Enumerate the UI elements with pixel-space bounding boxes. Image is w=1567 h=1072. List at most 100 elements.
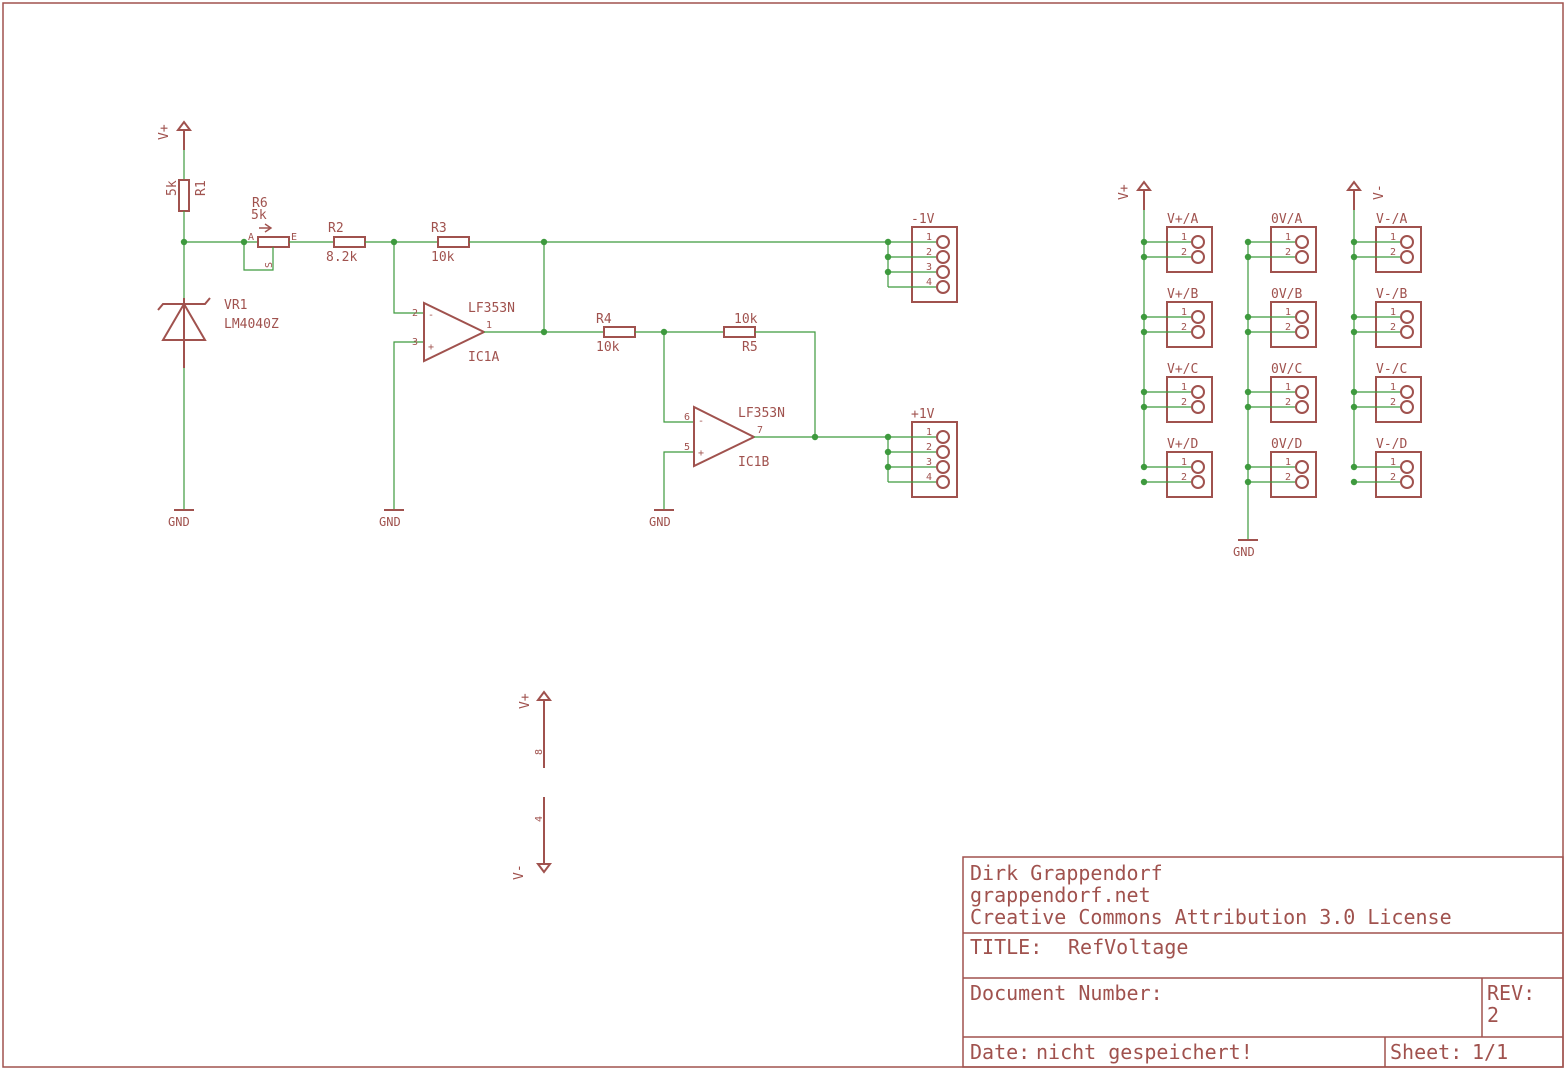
pin-pad [1295,475,1309,489]
pin-pad [1191,235,1205,249]
conn-neg-pin-1: 1 [926,232,932,243]
vminus-bus-label: V- [1372,184,1387,200]
r6-value: 5k [251,208,267,223]
power-connector-name: V-/B [1376,287,1407,302]
vminus-bus: V- [1346,180,1387,467]
pin-pad [1295,385,1309,399]
r6-pin-e: E [291,232,297,243]
ic1b-minus: - [698,416,704,427]
ic1b-pin-5: 5 [684,442,690,453]
power-connector: V-/D12 [1350,437,1422,498]
power-connector: 0V/D12 [1244,437,1317,498]
power-connector-pin-2: 2 [1285,397,1291,408]
power-connector-body [1375,226,1422,273]
license: Creative Commons Attribution 3.0 License [970,905,1452,929]
power-connector-name: V+/B [1167,287,1198,302]
pin-pad [1400,385,1414,399]
junction-dot [1350,478,1358,486]
junction-dot [1244,463,1252,471]
junction-dot [1140,238,1148,246]
power-connector: V-/A12 [1350,212,1422,273]
junction-dot [1140,253,1148,261]
ic1b-name: IC1B [738,455,769,470]
power-connector-pin-1: 1 [1181,382,1187,393]
junction-dot [1140,328,1148,336]
power-connector: V+/B12 [1140,287,1213,348]
junction-dot [1244,403,1252,411]
pin-pad [1191,460,1205,474]
connector-minus-1v: -1V 1 2 3 4 [884,212,958,303]
ic1b-pin-7: 7 [757,425,763,436]
sheet-value: 1/1 [1472,1040,1508,1064]
pin-pad [1191,325,1205,339]
resistor-r1: 5k R1 [165,179,209,212]
r4-name: R4 [596,312,612,327]
power-connector-name: V+/A [1167,212,1198,227]
power-connector-pin-1: 1 [1285,307,1291,318]
vplus-bus-label: V+ [1117,184,1132,200]
power-connector-pin-1: 1 [1285,457,1291,468]
r6-pin-a: A [248,232,254,243]
power-connector: V+/C12 [1140,362,1213,423]
gnd-label: GND [168,515,190,529]
conn-pos-pin-2: 2 [926,442,932,453]
ic1b-value: LF353N [738,406,785,421]
power-connector-body [1375,376,1422,423]
junction-dot [1350,238,1358,246]
ic1a-plus: + [428,342,434,353]
power-connector-body [1166,451,1213,498]
opamp-ic1a: - + 2 3 1 LF353N IC1A [412,301,515,365]
junction-dot [1140,478,1148,486]
pin-pad [1295,310,1309,324]
junction-dot [1244,253,1252,261]
power-connector-body [1270,451,1317,498]
conn-neg-pin-4: 4 [926,277,932,288]
r3-name: R3 [431,221,447,236]
r2-value: 8.2k [326,250,357,265]
power-connector-pin-2: 2 [1390,397,1396,408]
power-connector-pin-2: 2 [1181,247,1187,258]
junction-dot [1244,388,1252,396]
vr1-name: VR1 [224,298,247,313]
ic-power-pins: V+ 8 4 V- [512,690,552,880]
power-connector: 0V/C12 [1244,362,1317,423]
pin-pad [1191,250,1205,264]
ic1a-name: IC1A [468,350,499,365]
junction-dot [1244,478,1252,486]
junction-dot [1350,328,1358,336]
conn-pos-name: +1V [911,407,935,422]
junction-dot [1140,403,1148,411]
vplus-bus: V+ [1117,180,1152,467]
resistor-r2: R2 8.2k [326,221,366,265]
pin-pad [1191,385,1205,399]
r6-pin-s: S [264,262,275,268]
gnd-symbol-1: GND [168,509,194,529]
pin-pad [1191,310,1205,324]
pin-pad [1400,460,1414,474]
pin-pad [1295,460,1309,474]
pin-pad [1295,250,1309,264]
date-value: nicht gespeichert! [1036,1040,1253,1064]
power-connector-body [1166,376,1213,423]
r2-name: R2 [328,221,344,236]
connector-plus-1v: +1V 1 2 3 4 [884,407,958,498]
conn-pos-pin-1: 1 [926,427,932,438]
r5-name: R5 [742,340,758,355]
power-connector-pin-2: 2 [1285,247,1291,258]
power-connector-body [1270,226,1317,273]
power-connector-name: 0V/B [1271,287,1302,302]
power-connector-pin-2: 2 [1181,397,1187,408]
power-connector-pin-2: 2 [1285,472,1291,483]
junction-dot [1244,238,1252,246]
title-label: TITLE: [970,935,1042,959]
ic1b-plus: + [698,448,704,459]
power-connector-pin-1: 1 [1285,382,1291,393]
power-connector-body [1166,301,1213,348]
r3-value: 10k [431,250,455,265]
power-connector-name: V-/C [1376,362,1407,377]
ic1a-value: LF353N [468,301,515,316]
ic1a-pin-2: 2 [412,308,418,319]
r6-name: R6 [252,196,268,211]
ic-vplus-label: V+ [518,693,533,709]
